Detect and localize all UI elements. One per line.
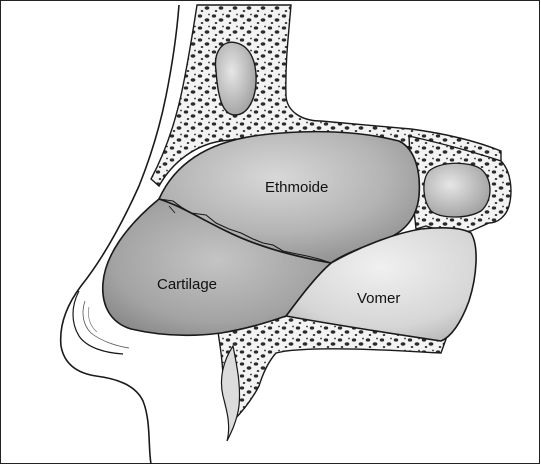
sphenoid-sinus xyxy=(424,163,490,217)
frontal-sinus xyxy=(215,42,256,115)
label-vomer: Vomer xyxy=(357,290,400,307)
label-ethmoide: Ethmoide xyxy=(265,179,328,196)
label-cartilage: Cartilage xyxy=(157,276,217,293)
